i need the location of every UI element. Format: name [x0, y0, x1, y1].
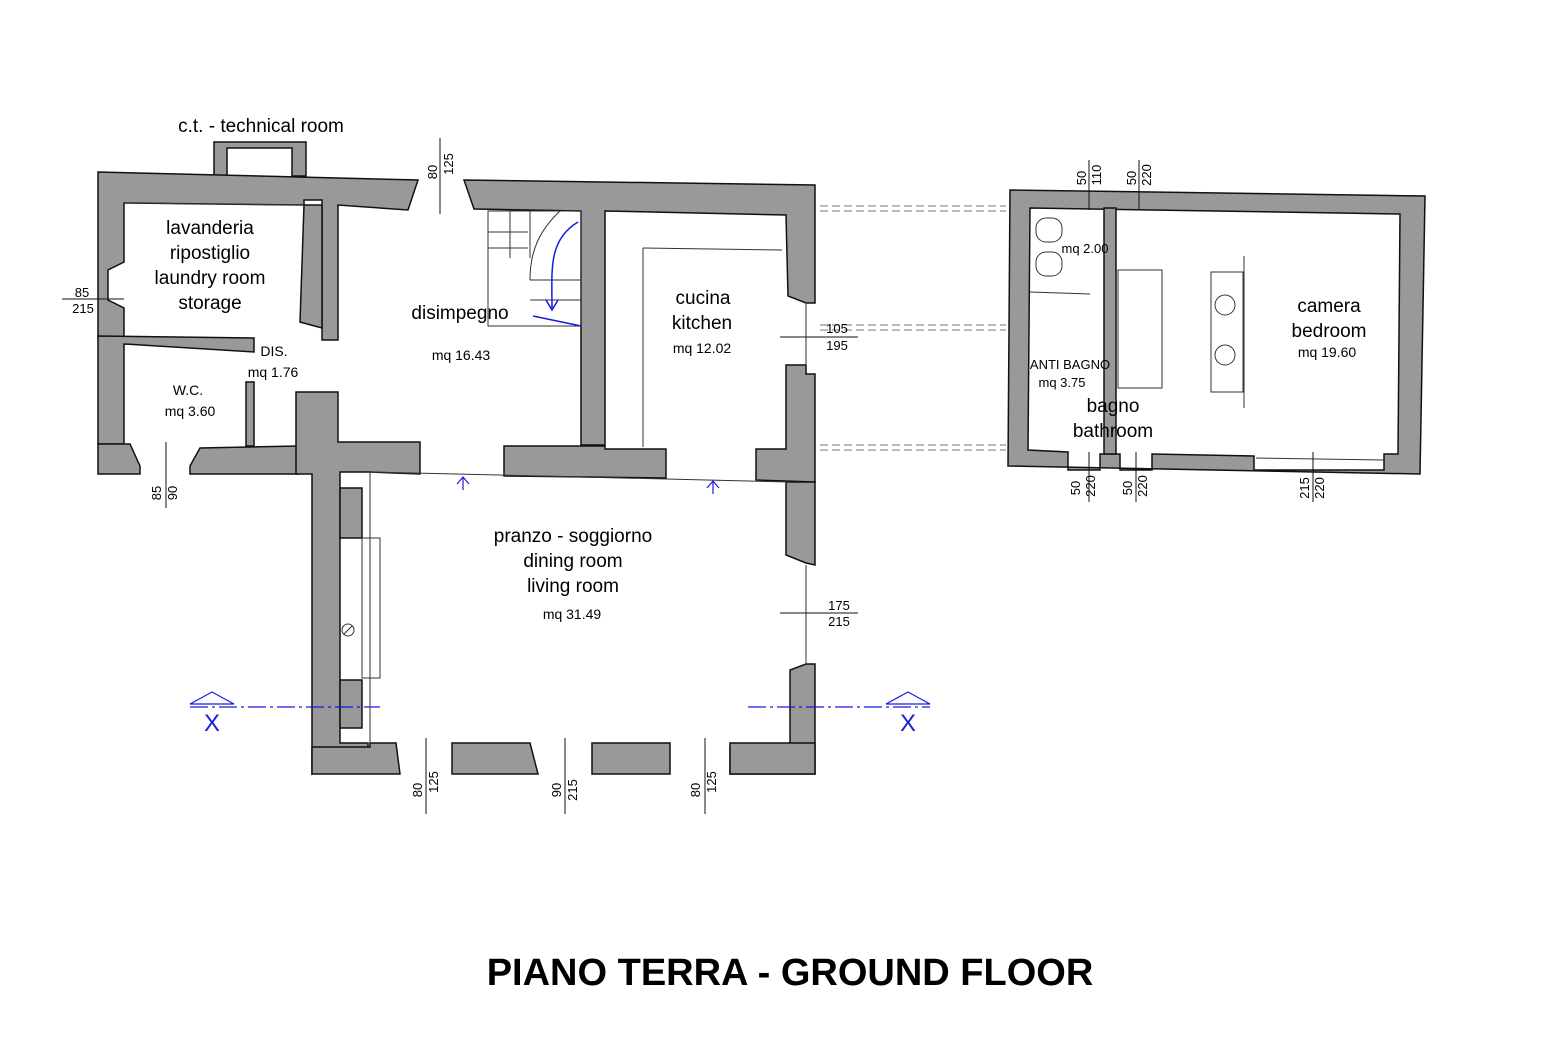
- dim-bottom-center-a: 90: [549, 783, 564, 797]
- bedroom-label-2: bedroom: [1292, 321, 1367, 342]
- kitchen-label-2: kitchen: [672, 313, 732, 334]
- dim-bottom-center-b: 215: [565, 779, 580, 801]
- dimension-lines: [62, 138, 1314, 814]
- dim-wc-window-b: 90: [165, 486, 180, 500]
- annex-partition: [1103, 207, 1117, 455]
- stair-arrow: [532, 221, 582, 327]
- bathtub: [1117, 269, 1163, 389]
- dim-annex-top1-b: 110: [1089, 165, 1104, 186]
- kitchen-area: mq 12.02: [673, 340, 732, 356]
- connection-lines: [820, 205, 1006, 451]
- dim-annex-top1-a: 50: [1074, 171, 1089, 185]
- bathroom-label-1: bagno: [1087, 396, 1140, 417]
- antibagno-label: ANTI BAGNO: [1030, 357, 1110, 372]
- dim-annex-bottom3-a: 215: [1297, 477, 1312, 499]
- dim-annex-top2-b: 220: [1139, 164, 1154, 186]
- technical-room-label: c.t. - technical room: [178, 116, 344, 137]
- dim-annex-bottom2-b: 220: [1135, 475, 1150, 497]
- dis-area: mq 1.76: [248, 364, 299, 380]
- interior-lines: [123, 202, 807, 743]
- bidet: [1035, 251, 1063, 277]
- living-north-line: [369, 471, 791, 483]
- dim-living-window-a: 175: [828, 598, 850, 613]
- south-wall-mid-left: [451, 742, 539, 775]
- laundry-label-2: ripostiglio: [170, 243, 250, 264]
- dim-bottom-right-b: 125: [704, 771, 719, 793]
- central-wall: [295, 391, 421, 776]
- dim-annex-bottom2-a: 50: [1120, 481, 1135, 495]
- south-wall-right: [729, 742, 816, 775]
- north-wall-left: [97, 171, 420, 341]
- laundry-shelf: [123, 202, 305, 206]
- wc-area: mq 3.60: [165, 403, 216, 419]
- fireplace: [361, 537, 381, 679]
- living-area: mq 31.49: [543, 606, 602, 622]
- dim-annex-top2-a: 50: [1124, 171, 1139, 185]
- hall-label: disimpegno: [411, 303, 508, 324]
- living-east-wall: [785, 481, 816, 566]
- dim-annex-bottom3-b: 220: [1312, 477, 1327, 499]
- glass-partition: [1029, 291, 1091, 295]
- dim-bottom-left-a: 80: [410, 783, 425, 797]
- laundry-label-3: laundry room: [155, 268, 266, 289]
- stove-symbol: [341, 623, 355, 637]
- living-west-wall-2: [339, 679, 363, 729]
- laundry-east-wall: [299, 204, 323, 329]
- wc-label: W.C.: [173, 382, 203, 398]
- annex-fixtures: [1029, 217, 1385, 461]
- bedroom-area: mq 19.60: [1298, 344, 1357, 360]
- dim-bottom-left-b: 125: [426, 771, 441, 793]
- dim-kitchen-window-a: 105: [826, 321, 848, 336]
- main-house-walls: [97, 141, 816, 776]
- bedroom-label-1: camera: [1297, 296, 1361, 317]
- dis-label: DIS.: [260, 343, 287, 359]
- kitchen-counter-top: [642, 247, 783, 251]
- bathroom-label-2: bathroom: [1073, 421, 1153, 442]
- kitchen-east-wall: [755, 364, 816, 483]
- dim-top-door-b: 125: [441, 153, 456, 175]
- hall-south-wall: [503, 445, 667, 479]
- section-mark-left-triangle: [189, 691, 235, 705]
- hall-area: mq 16.43: [432, 347, 491, 363]
- south-wall-living: [311, 742, 401, 775]
- dim-kitchen-window-b: 195: [826, 338, 848, 353]
- double-sink: [1210, 271, 1244, 393]
- laundry-label-4: storage: [178, 293, 241, 314]
- dim-wc-window-a: 85: [149, 486, 164, 500]
- annex-outer: [1007, 189, 1426, 475]
- dim-annex-bottom1-a: 50: [1068, 481, 1083, 495]
- dim-left-window-a: 85: [75, 285, 89, 300]
- dim-living-window-b: 215: [828, 614, 850, 629]
- wc-south-wall-2: [189, 445, 299, 475]
- section-lines: [189, 691, 931, 708]
- annex-wc-area: mq 2.00: [1062, 241, 1109, 256]
- technical-room-walls: [213, 141, 307, 177]
- annex-walls: [1007, 189, 1426, 475]
- section-mark-right-triangle: [885, 691, 931, 705]
- living-label-1: pranzo - soggiorno: [494, 526, 652, 547]
- north-wall-right: [462, 179, 816, 446]
- antibagno-area: mq 3.75: [1039, 375, 1086, 390]
- dim-bottom-right-a: 80: [688, 783, 703, 797]
- wc-east-wall: [245, 381, 255, 447]
- living-west-wall: [339, 487, 363, 539]
- dim-top-door-a: 80: [425, 165, 440, 179]
- door-arrows: [456, 476, 720, 494]
- dim-annex-bottom1-b: 220: [1083, 475, 1098, 497]
- south-wall-mid-right: [591, 742, 671, 775]
- kitchen-label-1: cucina: [676, 288, 731, 309]
- dim-left-window-b: 215: [72, 301, 94, 316]
- wc-south-wall: [97, 443, 141, 475]
- stove-slash: [343, 625, 353, 635]
- living-label-3: living room: [527, 576, 619, 597]
- staircase: [487, 210, 582, 327]
- section-mark-right: X: [900, 710, 916, 737]
- section-mark-left: X: [204, 710, 220, 737]
- laundry-label-1: lavanderia: [166, 218, 254, 239]
- living-label-2: dining room: [523, 551, 622, 572]
- plan-title: PIANO TERRA - GROUND FLOOR: [487, 952, 1094, 994]
- stair-box: [487, 210, 582, 327]
- toilet: [1035, 217, 1063, 243]
